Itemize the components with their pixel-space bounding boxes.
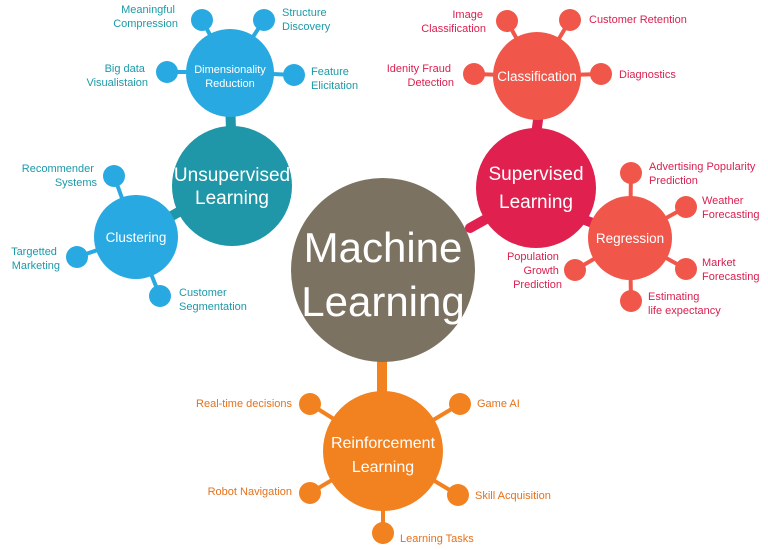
leaf-label-structure: Structure Discovery xyxy=(282,7,331,33)
leaf-dot-skill xyxy=(447,484,469,506)
leaf-label-retention: Customer Retention xyxy=(589,14,687,26)
dimensionality-node: Dimensionality Reduction xyxy=(186,29,274,117)
supervised-leaf-labels: Image Classification Customer Retention … xyxy=(387,9,760,317)
center-label-line2: Learning xyxy=(301,278,464,325)
leaf-dots xyxy=(66,9,697,544)
leaf-dot-life xyxy=(620,290,642,312)
leaf-label-population: Population Growth Prediction xyxy=(507,251,562,291)
leaf-dot-customer xyxy=(149,285,171,307)
leaf-dot-robot xyxy=(299,482,321,504)
leaf-dot-population xyxy=(564,259,586,281)
classification-circle xyxy=(493,32,581,120)
leaf-dot-fraud xyxy=(463,63,485,85)
regression-node: Regression xyxy=(588,196,672,280)
leaf-dot-market xyxy=(675,258,697,280)
unsupervised-label-line1: Unsupervised xyxy=(174,165,290,186)
leaf-label-robot: Robot Navigation xyxy=(208,486,292,498)
supervised-label-line1: Supervised xyxy=(488,164,583,185)
leaf-label-targetted: Targetted Marketing xyxy=(11,246,60,272)
unsupervised-label-line2: Learning xyxy=(195,188,269,209)
clustering-circle xyxy=(94,195,178,279)
leaf-dot-tasks xyxy=(372,522,394,544)
leaf-dot-structure xyxy=(253,9,275,31)
regression-circle xyxy=(588,196,672,280)
center-circle xyxy=(291,178,475,362)
leaf-dot-gameai xyxy=(449,393,471,415)
reinforcement-label-line2: Learning xyxy=(352,459,414,476)
reinforcement-node: Reinforcement Learning xyxy=(323,391,443,511)
reinforcement-leaf-labels: Real-time decisions Game AI Robot Naviga… xyxy=(196,398,551,545)
leaf-dot-weather xyxy=(675,196,697,218)
reinforcement-label-line1: Reinforcement xyxy=(331,435,436,452)
classification-label: Classification xyxy=(497,69,577,84)
leaf-label-meaningful: Meaningful Compression xyxy=(113,4,178,30)
leaf-label-bigdata: Big data Visualistaion xyxy=(86,63,148,89)
leaf-dot-realtime xyxy=(299,393,321,415)
clustering-label: Clustering xyxy=(106,230,167,245)
leaf-dot-bigdata xyxy=(156,61,178,83)
leaf-label-advertising: Advertising Popularity Prediction xyxy=(649,161,758,187)
leaf-label-feature: Feature Elicitation xyxy=(311,66,358,92)
clustering-node: Clustering xyxy=(94,195,178,279)
leaf-label-realtime: Real-time decisions xyxy=(196,398,292,410)
leaf-dot-recommender xyxy=(103,165,125,187)
leaf-dot-retention xyxy=(559,9,581,31)
leaf-dot-advertising xyxy=(620,162,642,184)
leaf-label-life: Estimating life expectancy xyxy=(648,291,721,317)
supervised-node: Supervised Learning xyxy=(476,128,596,248)
leaf-label-fraud: Idenity Fraud Detection xyxy=(387,63,454,89)
leaf-dot-meaningful xyxy=(191,9,213,31)
dimensionality-label-line1: Dimensionality xyxy=(194,64,266,76)
leaf-label-tasks: Learning Tasks xyxy=(400,533,474,545)
leaf-dot-feature xyxy=(283,64,305,86)
leaf-dot-diagnostics xyxy=(590,63,612,85)
leaf-label-skill: Skill Acquisition xyxy=(475,490,551,502)
leaf-label-weather: Weather Forecasting xyxy=(702,195,759,221)
reinforcement-circle xyxy=(323,391,443,511)
leaf-dot-targetted xyxy=(66,246,88,268)
center-label-line1: Machine xyxy=(304,224,463,271)
supervised-circle xyxy=(476,128,596,248)
dimensionality-circle xyxy=(186,29,274,117)
classification-node: Classification xyxy=(493,32,581,120)
center-node: Machine Learning xyxy=(291,178,475,362)
dimensionality-label-line2: Reduction xyxy=(205,78,255,90)
unsupervised-node: Unsupervised Learning xyxy=(172,126,292,246)
leaf-label-market: Market Forecasting xyxy=(702,257,759,283)
leaf-label-diagnostics: Diagnostics xyxy=(619,69,676,81)
leaf-dot-image xyxy=(496,10,518,32)
regression-label: Regression xyxy=(596,231,664,246)
supervised-label-line2: Learning xyxy=(499,192,573,213)
leaf-label-recommender: Recommender Systems xyxy=(22,163,98,189)
leaf-label-gameai: Game AI xyxy=(477,398,520,410)
unsupervised-leaf-labels: Meaningful Compression Structure Discove… xyxy=(11,4,358,313)
leaf-label-image: Image Classification xyxy=(421,9,486,35)
leaf-label-customer: Customer Segmentation xyxy=(179,287,247,313)
unsupervised-circle xyxy=(172,126,292,246)
